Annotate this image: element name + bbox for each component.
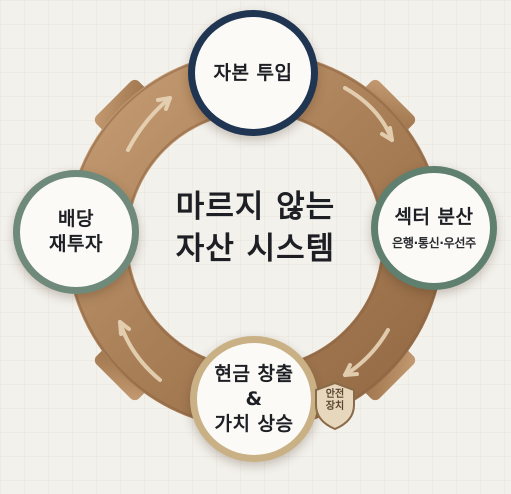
- node-sector-diversification-sub: 은행·통신·우선주: [392, 236, 476, 250]
- node-capital-input: 자본 투입: [188, 10, 318, 136]
- node-sector-diversification: 섹터 분산 은행·통신·우선주: [371, 166, 497, 290]
- safety-badge-label: 안전 장치: [313, 389, 357, 413]
- shield-icon: [315, 381, 355, 431]
- safety-badge-line2: 장치: [325, 401, 345, 412]
- node-cash-generation-line3: 가치 상승: [214, 412, 294, 435]
- node-dividend-reinvest-line1: 배당: [58, 208, 94, 230]
- node-cash-generation-line1: 현금 창출: [214, 362, 294, 385]
- node-cash-generation-line2: &: [245, 387, 263, 410]
- center-title: 마르지 않는 자산 시스템: [150, 186, 361, 270]
- center-title-line1: 마르지 않는: [175, 189, 336, 225]
- node-sector-diversification-label: 섹터 분산: [394, 206, 474, 228]
- flow-arrows: [118, 86, 394, 382]
- center-title-line2: 자산 시스템: [175, 231, 336, 267]
- safety-badge-line1: 안전: [325, 389, 345, 400]
- node-cash-generation: 현금 창출 & 가치 상승: [190, 336, 318, 462]
- node-dividend-reinvest-line2: 재투자: [49, 233, 103, 255]
- node-capital-input-label: 자본 투입: [213, 61, 293, 84]
- node-dividend-reinvest: 배당 재투자: [13, 170, 139, 294]
